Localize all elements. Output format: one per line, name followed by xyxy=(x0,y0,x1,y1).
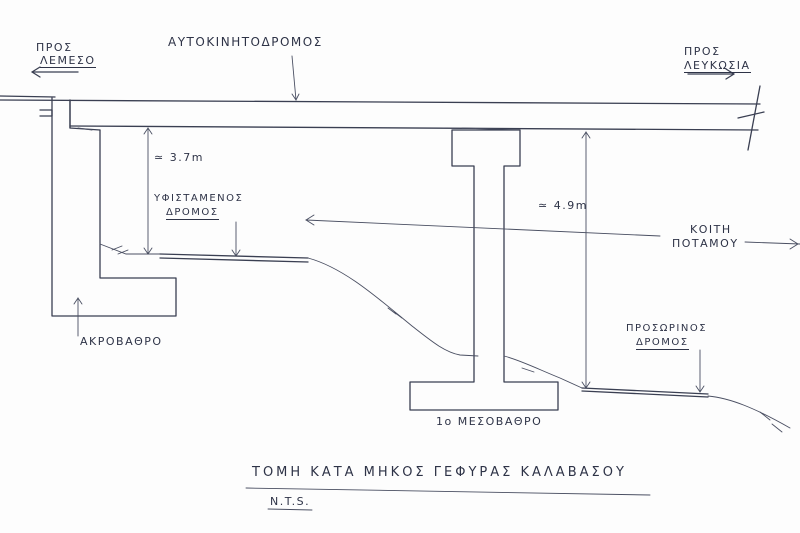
pier-label: 1ο ΜΕΣΟΒΑΘΡΟ xyxy=(436,415,543,428)
temp-road-label-1: ΠΡΟΣΩΡΙΝΟΣ xyxy=(626,323,708,334)
abutment-label: ΑΚΡΟΒΑΘΡΟ xyxy=(80,335,163,348)
to-lefkosia-label-2: ΛΕΥΚΩΣΙΑ xyxy=(684,59,751,73)
title-underlines xyxy=(245,487,651,511)
riverbed-label-2: ΠΟΤΑΜΟΥ xyxy=(672,237,739,250)
dimension-left xyxy=(143,127,153,255)
direction-arrows xyxy=(31,66,735,80)
to-lemesos-label-1: ΠΡΟΣ xyxy=(36,41,73,54)
left-approach xyxy=(0,95,56,117)
temp-road-label-2: ΔΡΟΜΟΣ xyxy=(636,337,689,350)
drawing-title: ΤΟΜΗ ΚΑΤΑ ΜΗΚΟΣ ΓΕΦΥΡΑΣ ΚΑΛΑΒΑΣΟΥ xyxy=(252,465,627,480)
clearance-left-label: ≃ 3.7m xyxy=(154,151,204,164)
riverbed-flow-line xyxy=(305,214,800,250)
ground-profile xyxy=(99,243,791,433)
dimension-right xyxy=(581,131,591,389)
existing-road-label-2: ΔΡΟΜΟΣ xyxy=(166,207,219,220)
existing-road-label-1: ΥΦΙΣΤΑΜΕΝΟΣ xyxy=(154,193,244,204)
scale-note: N.T.S. xyxy=(270,495,311,508)
to-lemesos-label-2: ΛΕΜΕΣΟ xyxy=(40,54,96,68)
bridge-deck xyxy=(0,85,765,151)
to-lefkosia-label-1: ΠΡΟΣ xyxy=(684,45,721,58)
motorway-label: ΑΥΤΟΚΙΝΗΤΟΔΡΟΜΟΣ xyxy=(168,35,323,49)
pier xyxy=(409,129,559,411)
leaders xyxy=(73,55,705,393)
abutment xyxy=(51,97,177,317)
clearance-right-label: ≃ 4.9m xyxy=(538,199,588,212)
riverbed-label-1: ΚΟΙΤΗ xyxy=(690,223,732,236)
